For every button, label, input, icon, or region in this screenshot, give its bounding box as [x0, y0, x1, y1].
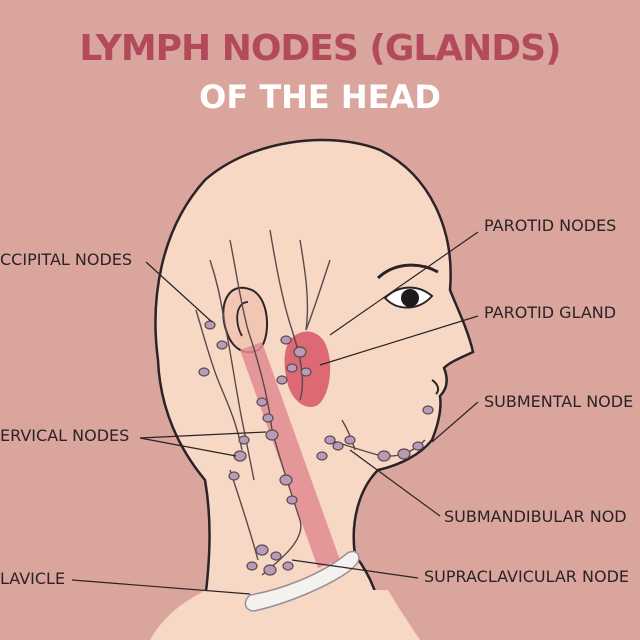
eyebrow: [376, 263, 439, 280]
leader-lines: [71, 231, 479, 595]
label-submental-nodes: SUBMENTAL NODE: [484, 392, 634, 411]
label-parotid-gland: PAROTID GLAND: [484, 303, 617, 322]
shoulder: [150, 590, 420, 640]
pupil: [401, 289, 419, 307]
label-occipital-nodes: CCIPITAL NODES: [0, 250, 133, 269]
label-cervical-nodes: ERVICAL NODES: [0, 426, 130, 445]
diagram-subtitle: OF THE HEAD: [199, 78, 441, 116]
label-clavicle: LAVICLE: [0, 569, 66, 588]
label-supraclavicular-nodes: SUPRACLAVICULAR NODE: [424, 567, 629, 586]
clavicle-bone: [244, 550, 360, 612]
diagram-title: LYMPH NODES (GLANDS): [79, 28, 561, 69]
label-parotid-nodes: PAROTID NODES: [484, 216, 617, 235]
ear-inner: [236, 301, 249, 337]
lymph-nodes: [198, 320, 434, 576]
label-submandibular-nodes: SUBMANDIBULAR NOD: [444, 507, 627, 526]
mouth: [431, 379, 440, 395]
lymph-vessels: [195, 229, 426, 576]
